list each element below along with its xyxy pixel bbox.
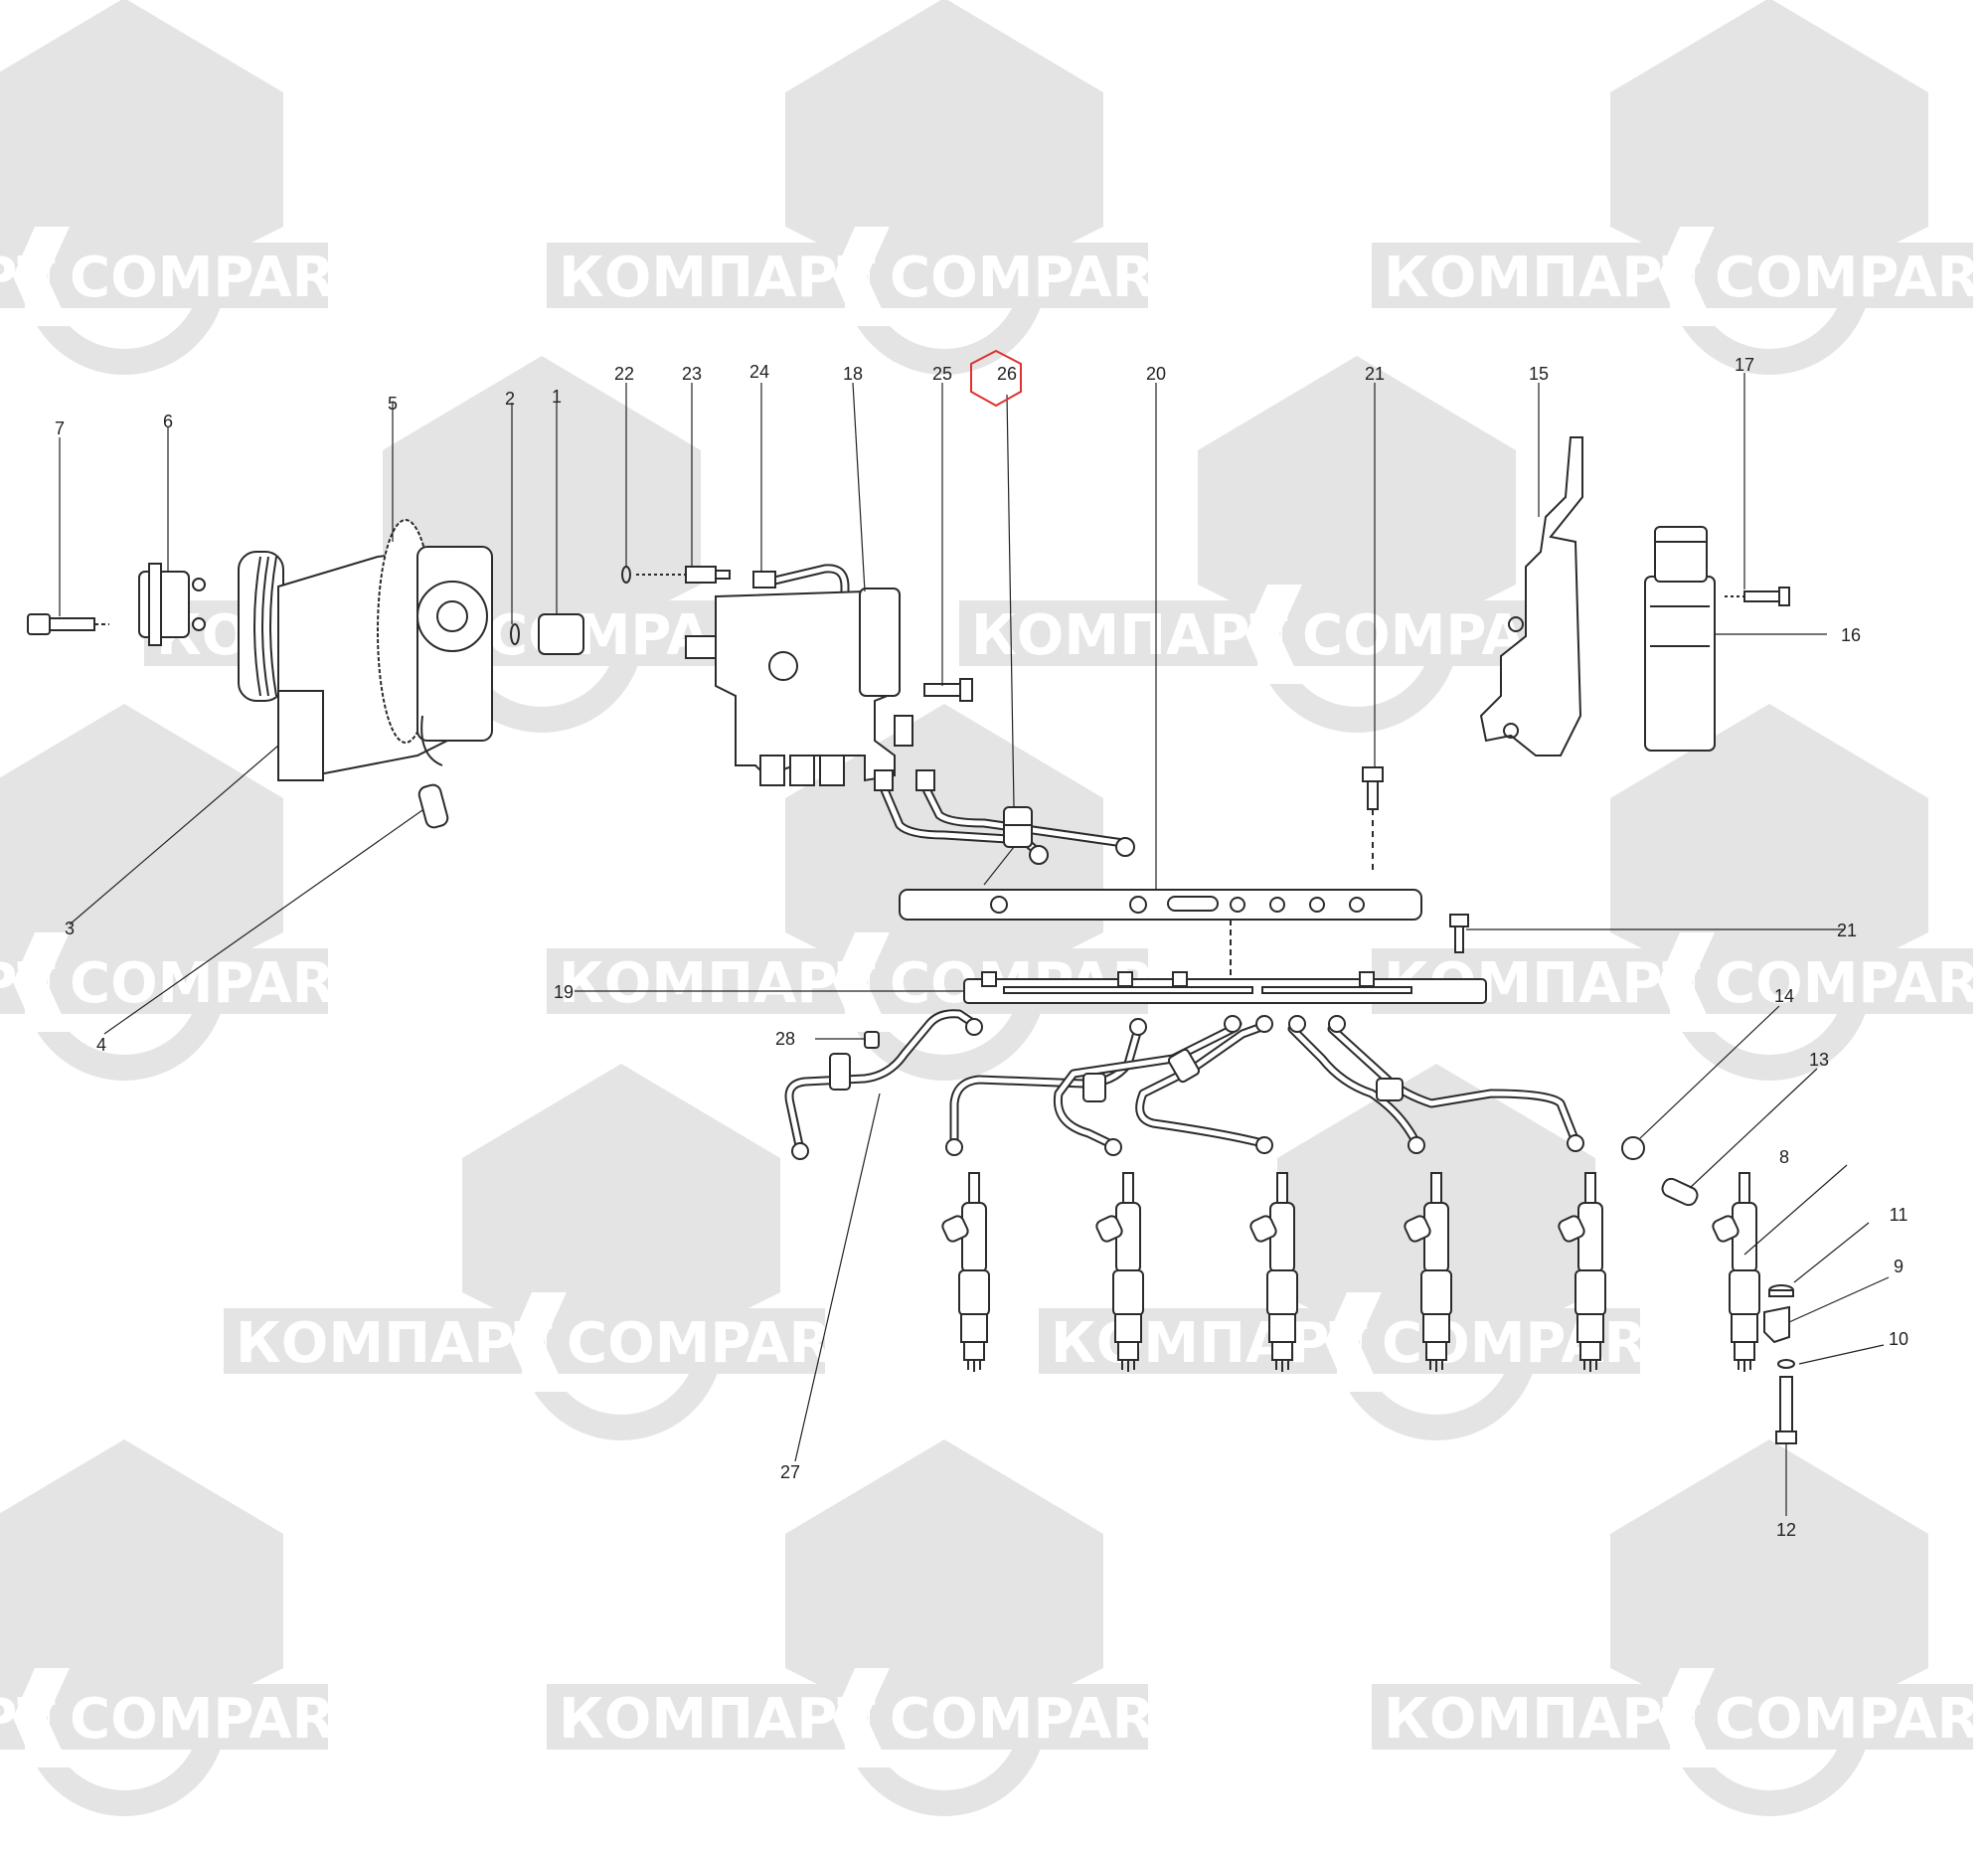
callout-26[interactable]: 26 [997, 364, 1017, 384]
callout-18[interactable]: 18 [843, 364, 863, 384]
part-1-coupling [538, 613, 584, 655]
callout-22[interactable]: 22 [614, 364, 634, 384]
callout-3[interactable]: 3 [65, 919, 75, 938]
watermark-text-latin: COMPART [70, 951, 370, 1016]
callout-16[interactable]: 16 [1841, 625, 1861, 645]
part-20-common-rail [899, 889, 1422, 984]
callout-21-upper[interactable]: 21 [1365, 364, 1385, 384]
callout-13[interactable]: 13 [1809, 1050, 1829, 1070]
part-18-high-pressure-pump [685, 588, 913, 786]
watermark-text-cyrillic: КОМПАРТ [971, 603, 1288, 668]
part-23-fitting [636, 566, 731, 584]
watermark-text-latin: COMPART [1715, 1687, 1988, 1752]
part-14-nut [1621, 1136, 1645, 1160]
part-2-o-ring [510, 623, 520, 645]
watermark-text-cyrillic: КОМПАРТ [1384, 246, 1701, 310]
part-24-return-pipe [752, 564, 850, 599]
part-13-sleeve [1661, 1177, 1699, 1207]
part-5-pump-body [238, 519, 493, 782]
watermark-text-latin: COMPART [70, 1687, 370, 1752]
watermark-text-latin: COMPART [890, 1687, 1190, 1752]
callout-17[interactable]: 17 [1735, 355, 1754, 375]
watermark-text-latin: COMPART [70, 246, 370, 310]
callout-10[interactable]: 10 [1889, 1329, 1908, 1349]
watermark-text-cyrillic: КОМПАРТ [559, 951, 876, 1016]
callout-27[interactable]: 27 [780, 1462, 800, 1482]
callout-6[interactable]: 6 [163, 412, 173, 431]
part-pump-to-rail-pipes [874, 769, 1135, 865]
part-7-bolt [27, 613, 109, 635]
watermark-text-cyrillic: КОМПАРТ [559, 1687, 876, 1752]
callout-28[interactable]: 28 [775, 1029, 795, 1049]
callout-labels: 1 2 3 4 5 6 7 8 9 10 11 12 13 14 15 16 1… [55, 355, 1908, 1540]
callout-9[interactable]: 9 [1894, 1257, 1904, 1276]
watermark-text-latin: COMPART [890, 246, 1190, 310]
part-9-clamp [1763, 1305, 1790, 1344]
part-12-bolt [1775, 1376, 1797, 1444]
callout-14[interactable]: 14 [1774, 986, 1794, 1006]
callout-4[interactable]: 4 [96, 1035, 106, 1055]
part-17-bolt [1725, 587, 1790, 606]
highlight-hexagon-26 [970, 349, 1022, 408]
callout-5[interactable]: 5 [388, 394, 398, 414]
watermark-text-cyrillic: КОМПАРТ [0, 1687, 56, 1752]
part-15-ecu-bracket [1479, 436, 1583, 757]
callout-12[interactable]: 12 [1776, 1520, 1796, 1540]
part-19-rail-bracket [963, 971, 1487, 1004]
watermark-text-cyrillic: КОМПАРТ [0, 246, 56, 310]
injector [1404, 1172, 1452, 1372]
callout-24[interactable]: 24 [749, 362, 769, 382]
part-25-bolt [923, 678, 973, 702]
callout-2[interactable]: 2 [505, 389, 515, 409]
callout-11[interactable]: 11 [1890, 1205, 1908, 1225]
injector [1558, 1172, 1606, 1372]
part-27-injector-pipes [784, 1009, 1584, 1160]
injector [941, 1172, 990, 1372]
callout-19[interactable]: 19 [554, 982, 574, 1002]
part-6-flange [138, 563, 206, 646]
injector [1712, 1172, 1760, 1372]
watermark-text-cyrillic: КОМПАРТ [236, 1311, 553, 1376]
watermark-text-latin: COMPART [1715, 951, 1988, 1016]
watermark-text-cyrillic: КОМПАРТ [1384, 1687, 1701, 1752]
callout-8[interactable]: 8 [1779, 1147, 1789, 1167]
watermark-text-cyrillic: КОМПАРТ [1051, 1311, 1368, 1376]
callout-25[interactable]: 25 [932, 364, 952, 384]
part-16-ecu [1644, 526, 1716, 752]
callout-1[interactable]: 1 [552, 387, 562, 407]
callout-21-lower[interactable]: 21 [1837, 921, 1857, 940]
callout-23[interactable]: 23 [682, 364, 702, 384]
part-26-pipe-clamp [1003, 806, 1033, 848]
part-11-washer [1768, 1284, 1794, 1297]
part-8-injectors [941, 1172, 1760, 1372]
watermark-text-cyrillic: КОМПАРТ [0, 951, 56, 1016]
injector [1249, 1172, 1298, 1372]
part-21-bolt-upper [1362, 766, 1384, 875]
part-28-clip [864, 1031, 880, 1049]
watermark-text-latin: COMPART [1715, 246, 1988, 310]
callout-20[interactable]: 20 [1146, 364, 1166, 384]
leader-lines [59, 373, 1890, 1516]
callout-7[interactable]: 7 [55, 419, 65, 438]
callout-15[interactable]: 15 [1529, 364, 1549, 384]
part-4-bolt [417, 783, 449, 829]
watermark-layer: КОМПАРТCOMPARTКОМПАРТCOMPARTКОМПАРТCOMPA… [0, 0, 1988, 1803]
injector [1095, 1172, 1144, 1372]
part-21-bolt-lower [1449, 914, 1469, 953]
part-10-washer [1777, 1359, 1795, 1369]
watermark-text-cyrillic: КОМПАРТ [559, 246, 876, 310]
